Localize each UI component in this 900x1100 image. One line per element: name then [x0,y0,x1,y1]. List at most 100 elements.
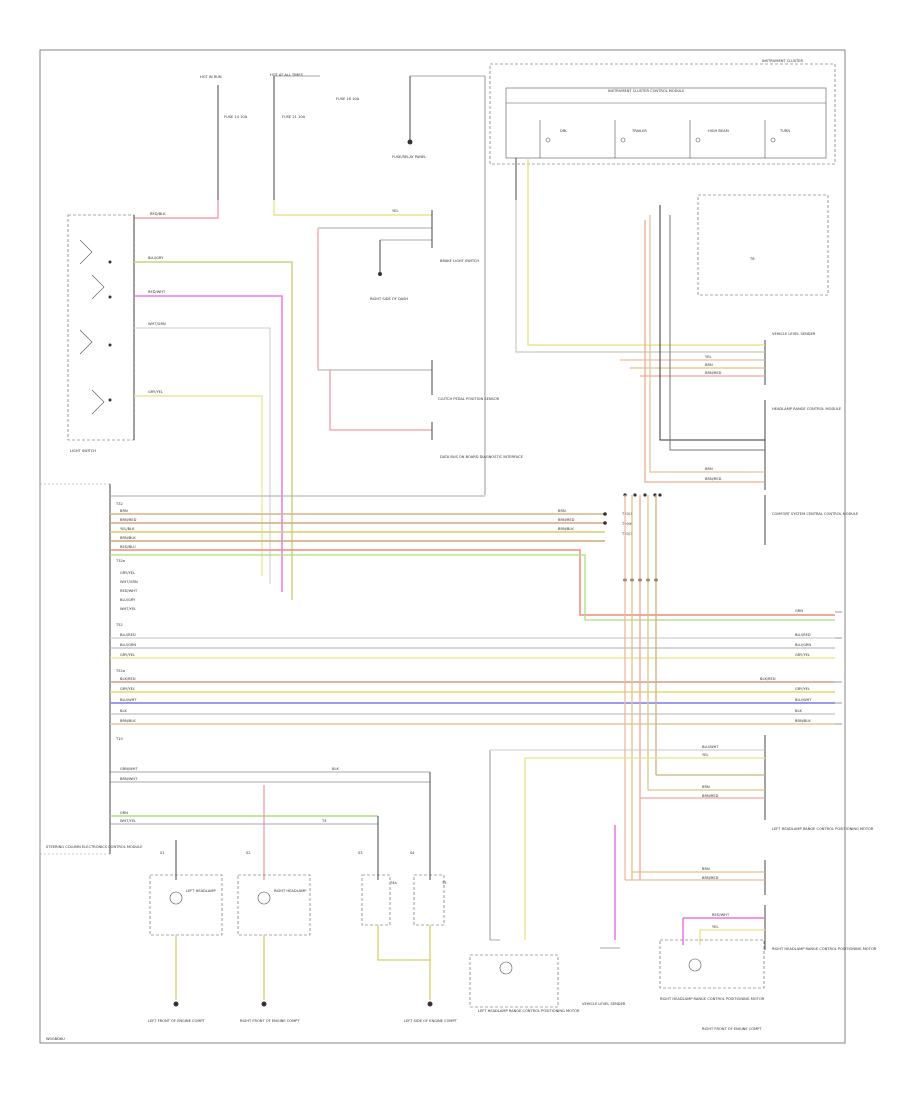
instrument-cluster-box: INSTRUMENT CLUSTER INSTRUMENT CLUSTER CO… [489,59,836,200]
wire-light-switch-1 [134,261,293,600]
svg-text:WHT/GRN: WHT/GRN [148,322,166,326]
svg-text:BLK: BLK [332,767,339,771]
svg-text:FUSE 16 10A: FUSE 16 10A [336,97,360,101]
svg-text:RIGHT HEADLAMP: RIGHT HEADLAMP [274,889,307,893]
svg-text:LEFT SIDE OF ENGINE COMPT: LEFT SIDE OF ENGINE COMPT [404,1019,458,1023]
svg-text:BLU/GRY: BLU/GRY [120,598,136,602]
svg-text:VEHICLE LEVEL SENDER: VEHICLE LEVEL SENDER [772,332,816,336]
svg-text:BLU/GRN: BLU/GRN [795,643,811,647]
svg-text:BRN: BRN [120,509,128,513]
svg-text:BLK/RED: BLK/RED [760,677,776,681]
svg-text:RIGHT FRONT OF ENGINE COMPT: RIGHT FRONT OF ENGINE COMPT [240,1019,300,1023]
svg-text:BRN/RED: BRN/RED [702,794,719,798]
svg-text:T20/1: T20/1 [621,512,632,516]
positioning-motors: LEFT HEADLAMP RANGE CONTROL POSITIONING … [469,939,765,1031]
wire-light-switch-3 [134,327,271,584]
wire-red-fuse [134,200,219,219]
svg-text:BRN: BRN [702,785,710,789]
svg-text:LEFT HEADLAMP RANGE CONTROL PO: LEFT HEADLAMP RANGE CONTROL POSITIONING … [772,827,874,831]
headlamp-range-module: VEHICLE LEVEL SENDER HEADLAMP RANGE CONT… [697,194,859,545]
svg-text:T32: T32 [115,502,123,506]
svg-text:BRN/RED: BRN/RED [705,371,722,375]
svg-text:HIGH BEAM: HIGH BEAM [708,129,729,133]
svg-text:T52: T52 [115,623,123,627]
svg-text:BLU/WHT: BLU/WHT [795,698,812,702]
svg-text:GRY/YEL: GRY/YEL [120,687,135,691]
svg-text:BRN/WHT: BRN/WHT [120,777,138,781]
light-switch: LIGHT SWITCH [67,214,135,453]
fuse-area: HOT IN RUN HOT AT ALL TIMES FUSE 14 10A … [200,73,486,495]
right-edge-stubs [835,611,842,725]
wire-right-2 [515,200,765,353]
wire-yellow-fuse [273,200,432,216]
svg-text:VEHICLE LEVEL SENDER: VEHICLE LEVEL SENDER [582,1002,626,1006]
svg-text:WHT/GRN: WHT/GRN [120,580,138,584]
svg-text:BRN/RED: BRN/RED [705,477,722,481]
svg-text:T20/6: T20/6 [621,522,633,526]
svg-text:DRL: DRL [560,129,567,133]
svg-text:BRN: BRN [558,509,566,513]
svg-text:WHT/YEL: WHT/YEL [120,607,136,611]
svg-text:BLU/GRY: BLU/GRY [148,256,164,260]
svg-text:INSTRUMENT CLUSTER CONTROL MOD: INSTRUMENT CLUSTER CONTROL MODULE [608,89,685,93]
wire-light-switch-2 [134,295,283,592]
svg-text:GRN: GRN [795,609,803,613]
svg-text:COMFORT SYSTEM CENTRAL CONTROL: COMFORT SYSTEM CENTRAL CONTROL MODULE [772,512,859,516]
svg-text:FUSE/RELAY PANEL: FUSE/RELAY PANEL [392,155,426,159]
svg-text:BRAKE LIGHT SWITCH: BRAKE LIGHT SWITCH [440,259,479,263]
svg-text:CLUTCH PEDAL POSITION SENSOR: CLUTCH PEDAL POSITION SENSOR [438,397,500,401]
svg-text:BLK: BLK [795,709,802,713]
svg-text:HEADLAMP RANGE CONTROL MODULE: HEADLAMP RANGE CONTROL MODULE [772,407,842,411]
svg-text:BRN/BLK: BRN/BLK [120,536,136,540]
svg-text:YEL: YEL [702,753,708,757]
svg-text:T3: T3 [441,881,446,885]
lower-right-modules: LEFT HEADLAMP RANGE CONTROL POSITIONING … [489,735,877,951]
wire-blk-right [659,205,765,441]
svg-text:T20/7: T20/7 [621,532,632,536]
svg-text:LIGHT SWITCH: LIGHT SWITCH [70,449,96,453]
svg-text:FUSE 21 10A: FUSE 21 10A [282,115,306,119]
svg-text:RED/BLK: RED/BLK [150,212,166,216]
svg-text:S2: S2 [246,851,251,855]
svg-text:T6: T6 [749,257,755,261]
svg-text:BLU/RED: BLU/RED [795,633,811,637]
svg-text:FUSE 14 10A: FUSE 14 10A [224,115,248,119]
svg-text:RED/WHT: RED/WHT [120,589,138,593]
svg-text:BRN/RED: BRN/RED [558,518,575,522]
svg-text:BLU/GRN: BLU/GRN [120,643,136,647]
svg-text:GRY/YEL: GRY/YEL [795,653,810,657]
svg-text:LEFT FRONT OF ENGINE COMPT: LEFT FRONT OF ENGINE COMPT [148,1019,206,1023]
steering-module: STEERING COLUMN ELECTRONICS CONTROL MODU… [39,483,143,855]
svg-text:T4: T4 [321,819,327,823]
svg-text:BLU/WHT: BLU/WHT [120,698,137,702]
svg-text:GRY/YEL: GRY/YEL [120,571,135,575]
svg-text:YEL/BLK: YEL/BLK [120,527,135,531]
wire-yel-right-1 [527,200,765,346]
svg-text:INSTRUMENT CLUSTER: INSTRUMENT CLUSTER [762,59,803,63]
svg-text:RIGHT FRONT OF ENGINE COMPT: RIGHT FRONT OF ENGINE COMPT [702,1027,762,1031]
svg-text:LEFT HEADLAMP RANGE CONTROL PO: LEFT HEADLAMP RANGE CONTROL POSITIONING … [478,1009,580,1013]
svg-text:RIGHT HEADLAMP RANGE CONTROL P: RIGHT HEADLAMP RANGE CONTROL POSITIONING… [772,947,877,951]
wire-light-switch-4 [134,395,263,576]
svg-text:BRN/BLK: BRN/BLK [795,719,811,723]
svg-text:GRY/YEL: GRY/YEL [148,390,163,394]
svg-text:RIGHT HEADLAMP RANGE CONTROL P: RIGHT HEADLAMP RANGE CONTROL POSITIONING… [660,997,765,1001]
svg-text:GRY/YEL: GRY/YEL [795,687,810,691]
brake-switch-area: BRAKE LIGHT SWITCH RIGHT SIDE OF DASH CL… [317,210,524,459]
svg-text:T52a: T52a [115,669,125,673]
svg-text:YEL: YEL [705,355,711,359]
wire-grn-1 [110,554,835,621]
svg-text:BLK/RED: BLK/RED [120,677,136,681]
svg-text:YEL: YEL [392,209,398,213]
svg-text:BRN: BRN [705,467,713,471]
svg-text:YEL: YEL [712,925,718,929]
svg-text:TRAILER: TRAILER [631,129,647,133]
svg-text:WHT/YEL: WHT/YEL [120,819,136,823]
svg-text:RIGHT SIDE OF DASH: RIGHT SIDE OF DASH [370,297,408,301]
svg-text:S3: S3 [358,851,363,855]
svg-text:BRN: BRN [702,867,710,871]
svg-text:T4a: T4a [389,881,397,885]
svg-text:GRN: GRN [120,811,128,815]
svg-text:GRY/YEL: GRY/YEL [120,653,135,657]
